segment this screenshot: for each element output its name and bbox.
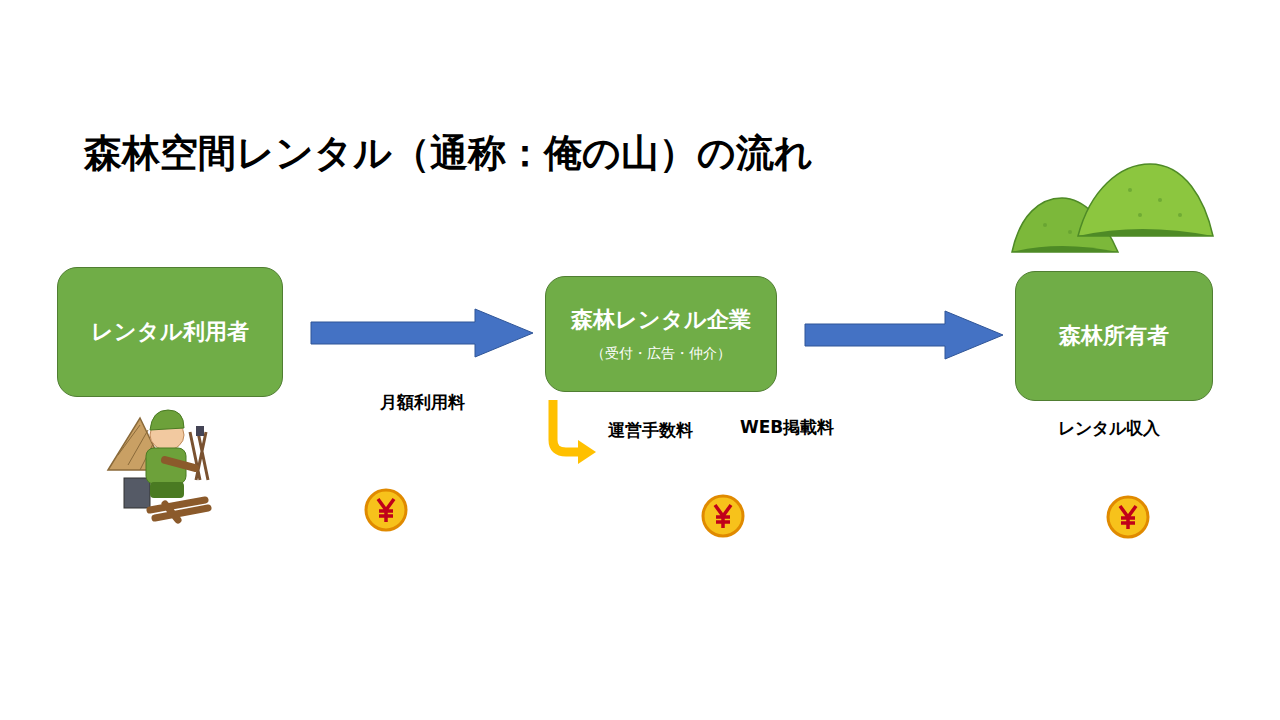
fee-arrow <box>553 400 596 464</box>
money-label: レンタル収入 <box>1058 417 1160 440</box>
flow-arrow <box>311 309 533 357</box>
box-label: 森林レンタル企業 <box>571 305 751 335</box>
flow-arrow <box>805 311 1003 359</box>
mountain-illustration <box>1012 164 1213 252</box>
box-label: 森林所有者 <box>1059 321 1169 351</box>
yen-coin <box>703 496 743 536</box>
box-sublabel: （受付・広告・仲介） <box>591 345 731 363</box>
money-label: WEB掲載料 <box>740 416 834 439</box>
diagram-title: 森林空間レンタル（通称：俺の山）の流れ <box>84 128 813 179</box>
process-box: 森林所有者 <box>1015 271 1213 401</box>
process-box: 森林レンタル企業 （受付・広告・仲介） <box>545 276 777 392</box>
edge-label: 月額利用料 <box>380 391 465 414</box>
box-label: レンタル利用者 <box>91 317 249 347</box>
camper-illustration <box>108 410 208 520</box>
process-box: レンタル利用者 <box>57 267 283 397</box>
yen-coin <box>1108 497 1148 537</box>
yen-coin <box>366 490 406 530</box>
money-label: 運営手数料 <box>608 419 693 442</box>
